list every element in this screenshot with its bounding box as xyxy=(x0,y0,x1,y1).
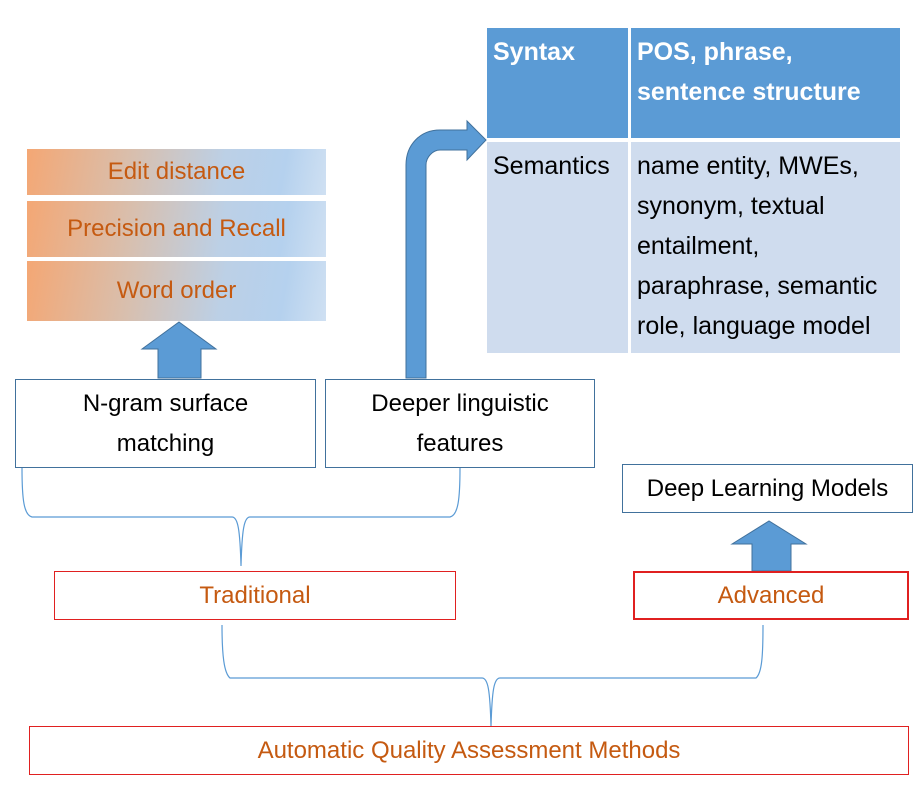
cell-line: name entity, MWEs, xyxy=(637,152,859,180)
table-header-syntax: Syntax xyxy=(487,28,628,138)
cell-line: synonym, textual xyxy=(637,192,825,220)
node-ngram-surface-matching: N-gram surface matching xyxy=(15,379,316,468)
table-cell-semantics-features: name entity, MWEs, synonym, textual enta… xyxy=(631,142,900,353)
cell-text: Syntax xyxy=(493,38,575,66)
table-header-syntax-features: POS, phrase, sentence structure xyxy=(631,28,900,138)
node-label: Traditional xyxy=(199,581,311,609)
arrow-up-ngram-icon xyxy=(140,321,218,379)
metric-precision-recall: Precision and Recall xyxy=(27,201,326,257)
node-root-automatic-quality-assessment: Automatic Quality Assessment Methods xyxy=(29,726,909,775)
metric-label: Word order xyxy=(116,277,237,304)
node-line: Deeper linguistic xyxy=(371,389,549,417)
metric-word-order: Word order xyxy=(27,261,326,321)
node-label: Deep Learning Models xyxy=(646,474,889,502)
metric-label: Edit distance xyxy=(107,158,246,185)
node-deeper-linguistic-features: Deeper linguistic features xyxy=(325,379,595,468)
node-line: N-gram surface xyxy=(82,389,249,417)
metric-edit-distance: Edit distance xyxy=(27,149,326,195)
cell-line: POS, phrase, xyxy=(637,38,793,66)
arrow-bent-deeper-icon xyxy=(405,119,487,379)
cell-line: entailment, xyxy=(637,232,760,260)
node-deep-learning-models: Deep Learning Models xyxy=(622,464,913,513)
table-cell-semantics: Semantics xyxy=(487,142,628,353)
cell-line: paraphrase, semantic xyxy=(637,272,878,300)
node-line: features xyxy=(416,429,504,457)
node-traditional: Traditional xyxy=(54,571,456,620)
cell-line: role, language model xyxy=(637,312,871,340)
node-advanced: Advanced xyxy=(633,571,909,620)
node-label: Automatic Quality Assessment Methods xyxy=(257,736,681,764)
node-line: matching xyxy=(116,429,215,457)
node-label: Advanced xyxy=(717,581,825,609)
arrow-up-advanced-icon xyxy=(730,520,808,572)
cell-line: sentence structure xyxy=(637,78,861,106)
feature-table: Syntax POS, phrase, sentence structure S… xyxy=(487,28,900,353)
brace-root xyxy=(221,624,764,728)
cell-text: Semantics xyxy=(493,152,610,180)
brace-traditional xyxy=(21,467,461,567)
metric-label: Precision and Recall xyxy=(67,215,286,242)
